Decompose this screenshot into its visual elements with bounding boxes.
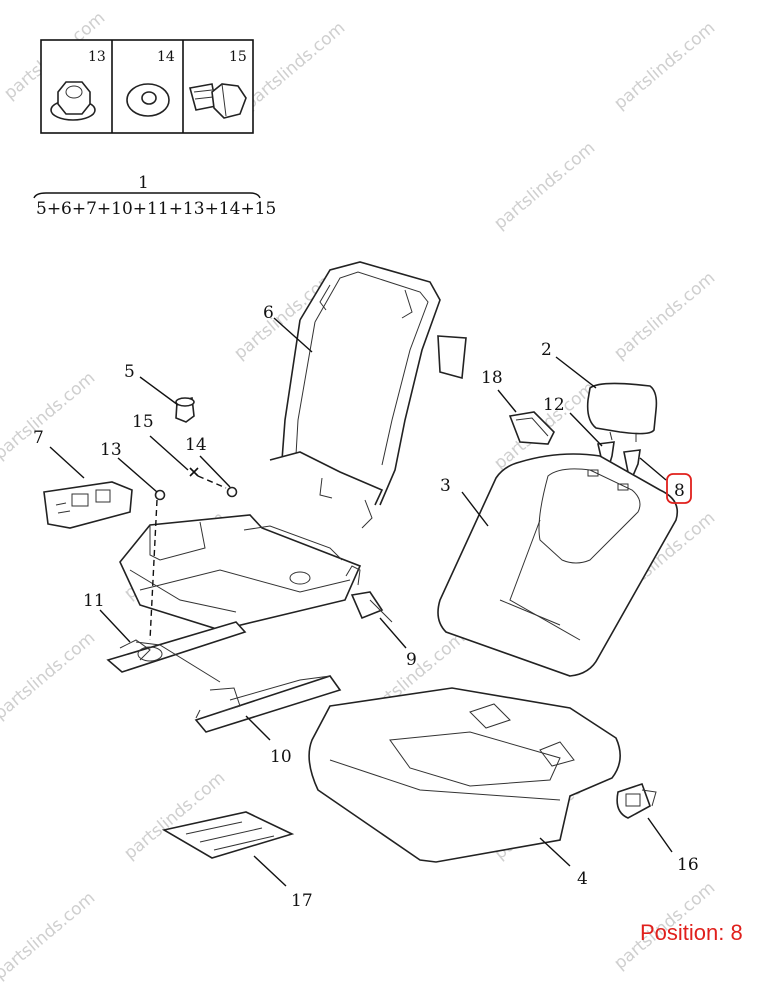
watermark: partslinds.com — [240, 18, 349, 114]
watermark: partslinds.com — [0, 888, 99, 982]
callout-13: 13 — [100, 440, 122, 460]
callout-10: 10 — [270, 747, 292, 767]
callout-5: 5 — [124, 362, 135, 382]
flange-nut-icon — [50, 81, 96, 121]
watermark: partslinds.com — [610, 268, 719, 364]
hardware-markers — [154, 467, 238, 501]
assembly-number: 1 — [138, 173, 149, 193]
latch-part — [616, 782, 657, 819]
legend-number: 14 — [157, 49, 175, 65]
headrest — [586, 382, 658, 442]
leader-lines — [49, 317, 673, 887]
switch-module — [43, 481, 133, 529]
seat-cushion — [308, 687, 621, 863]
seat-rail-left — [106, 621, 247, 683]
washer-icon — [126, 83, 170, 117]
trim-cover-part — [508, 411, 555, 445]
bolt-icon — [188, 83, 247, 119]
clip-part — [175, 396, 195, 423]
seat-base-frame — [119, 514, 362, 631]
legend-number: 13 — [88, 49, 106, 65]
callout-7: 7 — [33, 428, 44, 448]
callout-11: 11 — [83, 591, 105, 611]
callout-3: 3 — [440, 476, 451, 496]
callout-15: 15 — [132, 412, 154, 432]
callout-14: 14 — [185, 435, 207, 455]
callout-12: 12 — [543, 395, 565, 415]
callout-9: 9 — [406, 650, 417, 670]
callout-2: 2 — [541, 340, 552, 360]
callout-16: 16 — [677, 855, 699, 875]
watermark: partslinds.com — [0, 628, 99, 724]
callout-17: 17 — [291, 891, 313, 911]
watermark: partslinds.com — [610, 18, 719, 114]
callout-labels: 6 5 15 14 7 13 11 10 9 2 12 18 3 4 16 17… — [33, 303, 699, 911]
highlight-box — [666, 473, 692, 504]
callout-18: 18 — [481, 368, 503, 388]
callout-8: 8 — [674, 481, 685, 501]
assembly-group: 1 5+6+7+10+11+13+14+15 — [33, 173, 276, 219]
callout-6: 6 — [263, 303, 274, 323]
assembly-composition: 5+6+7+10+11+13+14+15 — [36, 199, 276, 219]
watermark: partslinds.com — [0, 368, 99, 464]
seat-rail-right — [194, 675, 342, 733]
watermark: partslinds.com — [490, 138, 599, 234]
backrest-frame — [269, 261, 467, 529]
height-adjuster-part — [350, 591, 393, 623]
hardware-legend: 13 14 15 — [40, 39, 254, 134]
backrest-cushion — [437, 453, 679, 677]
position-label: Position: 8 — [640, 920, 743, 945]
legend-number: 15 — [229, 49, 247, 65]
floor-panel-part — [161, 811, 295, 859]
callout-4: 4 — [577, 869, 588, 889]
